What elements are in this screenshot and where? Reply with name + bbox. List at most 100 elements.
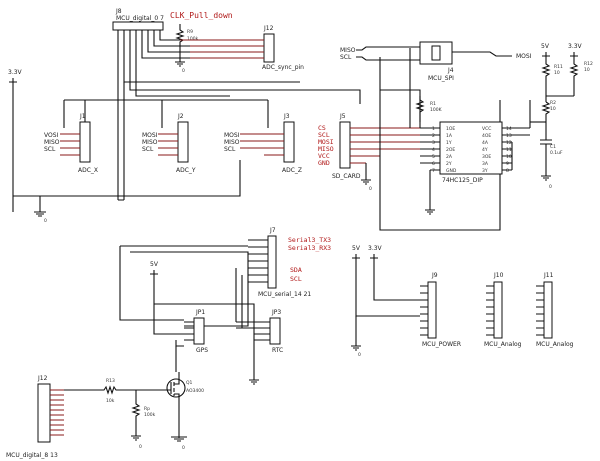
- j11-body: [543, 281, 553, 339]
- u1-n13: 13: [506, 133, 512, 139]
- rail-3v3-low-label: 3.3V: [368, 245, 383, 252]
- j5-body: [339, 121, 351, 169]
- j5-pin-scl: SCL: [318, 131, 330, 139]
- jp3-value: RTC: [272, 347, 283, 354]
- rail-3v3-top: 3.3V R12 10: [568, 43, 593, 96]
- jp1-body: [193, 317, 205, 345]
- j8-digital-header: J8 MCU_digital_0 7: [112, 8, 164, 36]
- gnd-q1: 0: [182, 445, 185, 451]
- u1-n8: 8: [506, 168, 509, 174]
- j5-value: SD_CARD: [332, 173, 361, 180]
- r1-resistor: R1 100K: [415, 96, 443, 122]
- r9-gnd: 0: [182, 68, 185, 74]
- r9-ref: R9: [187, 29, 193, 35]
- r1-ref: R1: [430, 101, 436, 107]
- u1-r1: VCC: [482, 126, 491, 132]
- j7-label-tx: Serial3_TX3: [288, 236, 331, 244]
- j3-body: [283, 121, 295, 163]
- j2-pin-2: MISO: [142, 139, 158, 146]
- r1-value: 100K: [430, 107, 443, 113]
- r13-value: 10k: [106, 398, 115, 404]
- u1-n11: 11: [506, 147, 512, 153]
- rp-resistor: Rp 100k 0: [131, 390, 156, 450]
- u1-value: 74HC125_DIP: [442, 177, 483, 184]
- rail-5v-top: 5V R11 10: [541, 43, 563, 96]
- jp3-ref: JP3: [271, 309, 281, 316]
- u1-r6: 3A: [482, 161, 489, 167]
- j5-ref: J5: [339, 113, 346, 120]
- jp1-gps: JP1 GPS 5V: [150, 261, 208, 354]
- j4-ref: J4: [447, 67, 454, 74]
- rp-value: 100k: [144, 412, 156, 418]
- rail-3v3-left: 3.3V: [8, 69, 23, 212]
- j8-value: MCU_digital_0 7: [116, 15, 164, 22]
- j3-adc-z: J3 ADC_Z MOSI MISO SCL: [224, 100, 302, 174]
- clk-pulldown-label: CLK_Pull_down: [170, 11, 233, 20]
- j4-pin-mosi: MOSI: [516, 53, 532, 60]
- r11-value: 10: [554, 70, 560, 76]
- rail-5v-mid-label: 5V: [150, 261, 159, 268]
- u1-l5: 2A: [446, 154, 453, 160]
- u1-n7: 7: [432, 168, 435, 174]
- j5-pin-gnd: GND: [318, 159, 330, 167]
- q1-ref: Q1: [186, 380, 193, 386]
- j10-body: [493, 281, 503, 339]
- j8-ref: J8: [115, 8, 122, 15]
- u1-r7: 3Y: [482, 168, 488, 174]
- j11-ref: J11: [543, 272, 554, 279]
- gnd-sd: 0: [369, 186, 372, 192]
- j7-value: MCU_serial_14 21: [258, 291, 311, 298]
- j8-body: [112, 21, 164, 31]
- j9-ref: J9: [431, 272, 438, 279]
- j9-mcu-power: J9 MCU_POWER: [420, 272, 461, 348]
- j5-sd-card: J5 SD_CARD CS SCL MOSI MISO VCC GND 0: [318, 113, 420, 192]
- r13-ref: R13: [106, 378, 115, 384]
- j1-ref: J1: [79, 113, 86, 120]
- j3-pin-1: MOSI: [224, 132, 240, 139]
- gnd-rp: 0: [139, 444, 142, 450]
- j12-mcu-digital: J12 MCU_digital_8 13: [6, 375, 100, 459]
- c1-value: 0.1uF: [550, 150, 563, 156]
- r2-resistor: R2 10: [541, 100, 556, 122]
- j5-pin-mosi: MOSI: [318, 138, 334, 146]
- j3-value: ADC_Z: [282, 167, 302, 174]
- u1-n3: 3: [432, 140, 435, 146]
- j10-ref: J10: [493, 272, 504, 279]
- j5-pin-miso: MISO: [318, 145, 334, 153]
- adc-sync-body: [263, 33, 275, 63]
- j2-value: ADC_Y: [176, 167, 196, 174]
- j5-pin-vcc: VCC: [318, 152, 330, 160]
- j4-inner: [431, 45, 441, 61]
- rail-3v3-top-label: 3.3V: [568, 43, 583, 50]
- jp3-body: [269, 317, 281, 345]
- r9-resistor: R9 100k 0: [175, 24, 199, 74]
- r12-ref: R12: [584, 61, 593, 67]
- u1-l2: 1A: [446, 133, 453, 139]
- j7-ref: J7: [269, 227, 276, 234]
- j2-ref: J2: [177, 113, 184, 120]
- j11-mcu-analog: J11 MCU_Analog: [536, 272, 574, 348]
- r13-resistor: R13 10k: [100, 378, 166, 404]
- c1-capacitor: C1 0.1uF 0: [530, 121, 563, 190]
- u1-l7: GND: [446, 168, 457, 174]
- j10-value: MCU_Analog: [484, 341, 522, 348]
- u1-body: [439, 121, 503, 175]
- u1-r3: 4A: [482, 140, 489, 146]
- jp1-ref: JP1: [195, 309, 205, 316]
- j9-value: MCU_POWER: [422, 341, 461, 348]
- u1-n14: 14: [506, 126, 512, 132]
- u1-n12: 12: [506, 140, 512, 146]
- j10-mcu-analog: J10 MCU_Analog: [484, 272, 522, 348]
- q1-mosfet: Q1 AO3400 0: [166, 346, 204, 451]
- r2-value: 10: [550, 106, 556, 112]
- j7-body: [267, 235, 277, 289]
- u1-l4: 2OE: [446, 147, 455, 153]
- r11-ref: R11: [554, 64, 563, 70]
- rail-5v-top-label: 5V: [541, 43, 550, 50]
- rail-3v3-low: 3.3V: [368, 245, 420, 301]
- u1-n2: 2: [432, 133, 435, 139]
- j7-label-rx: Serial3_RX3: [288, 244, 331, 252]
- j2-adc-y: J2 ADC_Y MOSI MISO SCL: [142, 100, 196, 174]
- r2-ref: R2: [550, 100, 556, 106]
